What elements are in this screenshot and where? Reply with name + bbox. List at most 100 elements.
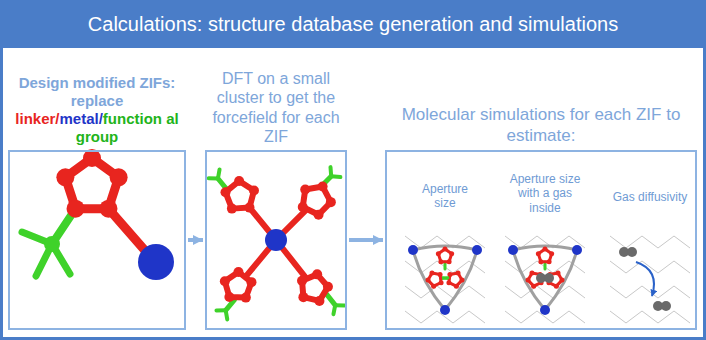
framework-line [505,286,585,298]
flow-arrow [349,238,383,242]
panel-heading: Design modified ZIFs: replacelinker/meta… [10,74,185,146]
panel-heading: Molecular simulations for each ZIF to es… [391,105,691,146]
title-bar: Calculations: structure database generat… [0,0,706,48]
aperture-sketch [405,236,485,323]
atom [265,229,287,251]
ring-atom [300,185,310,195]
atom [544,273,554,283]
ring-atom [447,259,452,264]
ring-atom [439,280,444,285]
bond [331,174,340,179]
heading-text: / [55,110,59,127]
aperture-link [413,250,445,310]
diffusion-arrow [636,262,654,296]
ring-atom [249,186,259,196]
framework-line [610,311,690,323]
ring-atom [298,202,308,212]
sketch-label-text: Aperture size [422,182,468,210]
heading-text: metal [60,110,99,127]
linker-molecule [22,149,174,280]
atom [661,301,671,311]
atom [540,305,550,315]
atom [627,247,637,257]
ring-atom [224,292,234,302]
dft-cluster [209,167,345,319]
aperture-link [513,250,545,310]
ring-atom [241,293,251,303]
sketch-label-text: Aperture size with a gas inside [510,172,581,215]
ring-atom [298,292,308,302]
ring-atom [233,267,243,277]
ring-atom [536,251,541,256]
ring-atom [543,247,548,252]
ring-atom [454,284,459,289]
ring-atom [312,269,322,279]
flow-arrow [188,238,203,242]
bond [327,294,336,305]
framework-line [405,286,485,298]
heading-text: linker [15,110,55,127]
ring-atom [459,278,464,283]
ring-atom [326,197,336,207]
heading-text: Design modified ZIFs: replace [10,74,185,110]
ring-atom [323,282,333,292]
ring-atom [297,276,307,286]
ring-atom [531,284,536,289]
atom [138,244,174,280]
bond [218,169,220,178]
panel-heading: DFT on a small cluster to get the forcef… [201,69,351,146]
sketch-label: Aperture size [412,182,478,211]
ring-atom [436,251,441,256]
ring-atom [529,270,534,275]
ring-atom [246,277,256,287]
ring-atom [443,247,448,252]
ring-atom [429,270,434,275]
atom [572,245,582,255]
ring-atom [234,176,244,186]
aperture-link [545,250,577,310]
heading-text: DFT on a small cluster to get the forcef… [212,70,339,145]
ring-atom [456,270,461,275]
aperture-gas-sketch [505,236,585,323]
bond [109,209,149,254]
ring-atom [227,204,237,214]
ring-atom [449,251,454,256]
ring-atom [438,272,443,277]
ring-atom [556,270,561,275]
sketch-label-text: Gas diffusivity [613,190,687,204]
ring-atom [446,280,451,285]
ring-atom [99,200,117,218]
sketch-label: Aperture size with a gas inside [506,172,584,215]
ring-atom [314,210,324,220]
ring-atom [559,278,564,283]
ring-atom [549,251,554,256]
ring-atom [438,259,443,264]
ring-atom [220,276,230,286]
atom [440,305,450,315]
atom [44,236,60,252]
ring-atom [56,168,74,186]
ring-atom [431,284,436,289]
atom [508,245,518,255]
ring-atom [538,259,543,264]
heading-text: Molecular simulations for each ZIF to es… [402,105,681,144]
diffusion-sketch [610,236,690,323]
atom [472,245,482,255]
ring-atom [526,278,531,283]
atom [408,245,418,255]
ring-atom [314,296,324,306]
sketch-label: Gas diffusivity [600,190,700,204]
ring-atom [110,168,128,186]
framework-line [610,236,690,248]
panel-box: DFT on a small cluster to get the forcef… [205,150,347,330]
title: Calculations: structure database generat… [88,13,618,36]
heading-text: / [99,110,103,127]
ring-atom [426,278,431,283]
ring-atom [67,200,85,218]
bond [333,305,335,314]
bond [216,308,225,312]
ring-atom [554,284,559,289]
ring-atom [318,182,328,192]
